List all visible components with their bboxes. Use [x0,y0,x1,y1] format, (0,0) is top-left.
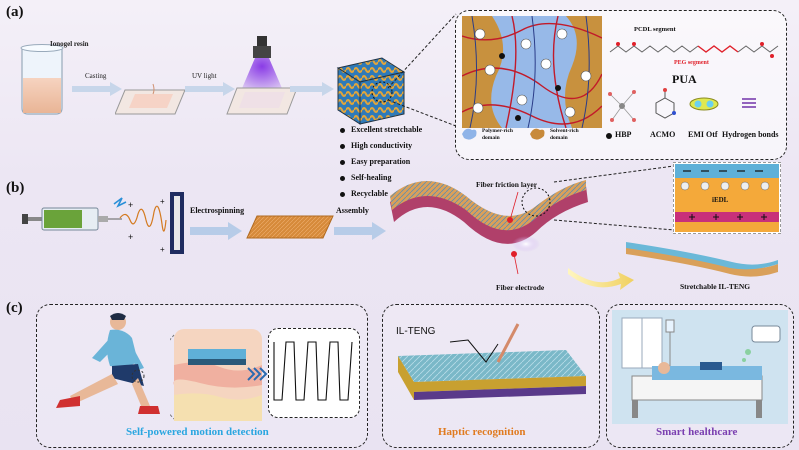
ionogel-block [336,57,406,125]
polymer-rich-label: Polymer-rich domain [482,128,513,141]
iedl-diagram [673,162,781,234]
property-item: Recyclable [340,186,422,202]
iedl-zoom-lines [553,165,675,231]
emi-otf-icon [689,97,719,111]
curved-fiber-teng [390,180,588,275]
solvent-rich-label: Solvent-rich domain [550,128,579,141]
hbp-dot-icon [606,133,612,139]
property-item: Easy preparation [340,154,422,170]
hydrogen-bonds-icon [742,98,756,108]
casting-label: Casting [85,72,107,80]
stretchable-strip [626,242,778,277]
svg-text:+: + [160,245,165,254]
emi-label: EMI Otf [688,130,718,139]
microstructure [462,16,602,128]
acmo-label: ACMO [650,130,676,139]
svg-text:+: + [160,197,165,206]
haptic-teng-label: IL-TENG [396,326,436,337]
arrow-casting-icon [72,82,122,96]
iedl-label: iEDL [712,196,729,204]
arrow-electrospinning-icon [190,222,242,240]
electrospinning-jet: + + + + [119,192,184,254]
haptic-caption: Haptic recognition [438,426,526,438]
casting-plate [115,83,186,115]
svg-text:+: + [128,200,133,210]
pua-chain [609,42,779,58]
panel-c-label: (c) [6,300,23,316]
arrow-block-icon [290,82,334,96]
stretchable-label: Stretchable IL-TENG [680,282,751,291]
friction-layer-label: Fiber friction layer [476,180,538,189]
pcdl-label: PCDL segment [634,26,676,33]
ionogel-label: Ionogel resin [50,40,89,48]
hbp-label: HBP [615,130,632,139]
uv-lamp [226,36,298,115]
panel-a-label: (a) [6,4,24,20]
arrow-uv-icon [185,82,235,96]
ionogel-beaker [20,44,64,115]
properties-list: Excellent stretchable High conductivity … [340,122,422,202]
motion-caption: Self-powered motion detection [126,426,269,438]
signal-waveform [273,341,353,401]
fiber-electrode-label: Fiber electrode [496,283,545,292]
pua-label: PUA [672,72,697,86]
syringe [22,197,127,231]
property-item: High conductivity [340,138,422,154]
property-item: Excellent stretchable [340,122,422,138]
uv-label: UV light [192,72,217,80]
svg-text:+: + [128,232,133,242]
haptic-teng-mat [398,323,586,400]
fiber-mat [246,215,334,239]
acmo-molecule-icon [655,88,676,119]
panel-b-label: (b) [6,180,25,196]
assembly-label: Assembly [336,206,369,215]
electrospinning-label: Electrospinning [190,206,245,215]
property-item: Self-healing [340,170,422,186]
runner-figure [56,313,160,414]
hospital-scene [612,310,788,424]
curved-arrow-icon [568,268,634,290]
health-caption: Smart healthcare [656,426,738,438]
hbp-molecule-icon [608,90,636,122]
skin-layers [170,329,262,421]
zoom-lines [387,13,457,127]
solvent-rich-icon [530,128,545,140]
arrow-assembly-icon [334,222,386,240]
peg-label: PEG segment [674,60,709,66]
hbonds-label: Hydrogen bonds [722,130,779,139]
polymer-rich-icon [462,128,477,140]
chevron-arrows-icon [247,367,268,381]
